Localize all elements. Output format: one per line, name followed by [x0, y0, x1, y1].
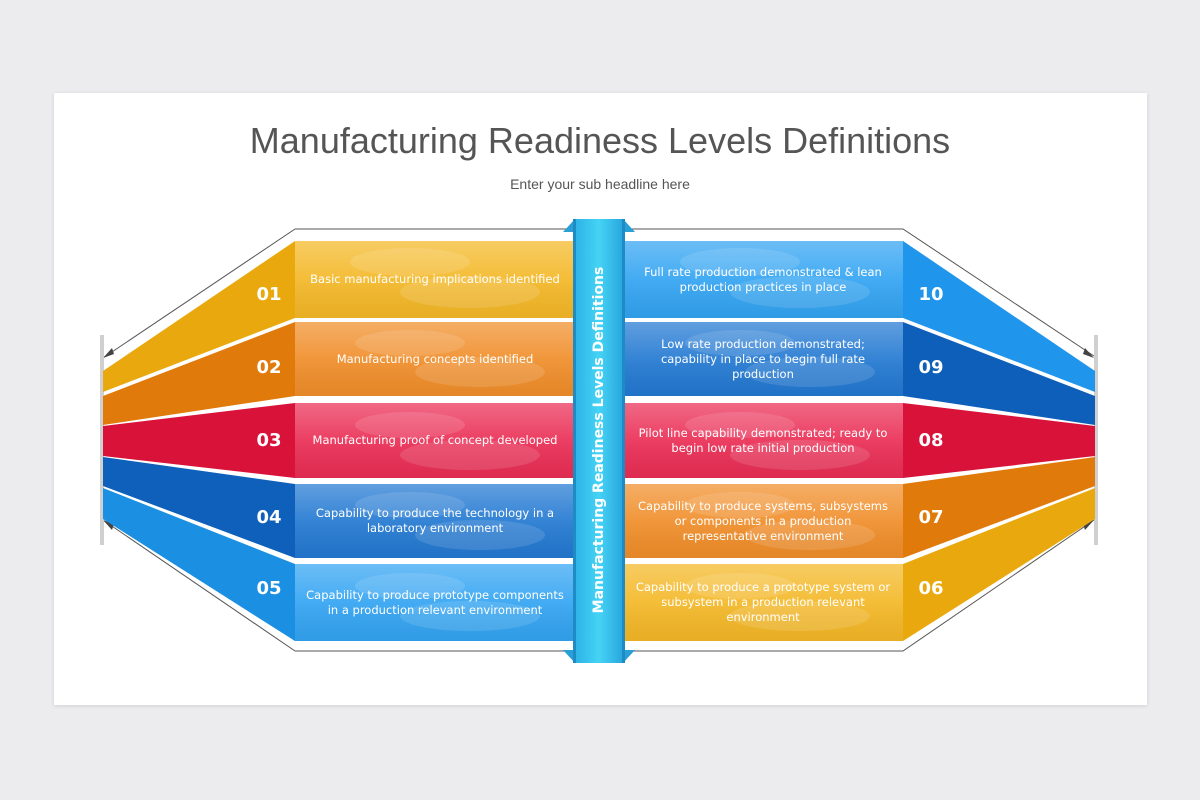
arrow-head-bottom-right — [1083, 520, 1094, 530]
level-08-text: Pilot line capability demonstrated; read… — [638, 425, 888, 455]
wing-02 — [103, 322, 295, 425]
arrow-head-bottom-left — [103, 520, 114, 530]
level-03-text: Manufacturing proof of concept developed — [312, 433, 558, 447]
level-04-number: 04 — [256, 507, 282, 528]
edge-shadow-left — [100, 335, 104, 545]
level-10-text: Full rate production demonstrated & lean… — [644, 264, 882, 294]
wing-01 — [103, 241, 295, 392]
wing-03 — [103, 403, 295, 478]
level-01-text: Basic manufacturing implications identif… — [310, 272, 560, 286]
frame-top — [295, 228, 1095, 357]
wing-10 — [903, 241, 1095, 392]
level-03-number: 03 — [256, 430, 282, 451]
wing-05 — [103, 488, 295, 641]
wing-07 — [903, 457, 1095, 558]
arrow-head-top-left — [103, 348, 114, 358]
level-06-text: Capability to produce a prototype system… — [635, 580, 891, 624]
page-subtitle: Enter your sub headline here — [510, 176, 690, 192]
level-05-number: 05 — [256, 578, 282, 599]
level-07-text: Capability to produce systems, subsystem… — [638, 498, 888, 543]
level-06-number: 06 — [918, 578, 944, 599]
level-08-number: 08 — [918, 430, 944, 451]
level-02-text: Manufacturing concepts identified — [336, 351, 534, 366]
frame-bottom — [295, 519, 1095, 652]
edge-shadow-right — [1094, 335, 1098, 545]
frame-bottom-left — [102, 519, 296, 652]
frame-top-left — [102, 228, 296, 359]
wing-06 — [903, 488, 1095, 641]
page-title: Manufacturing Readiness Levels Definitio… — [249, 120, 951, 161]
wing-04 — [103, 457, 295, 558]
level-10-number: 10 — [918, 284, 944, 305]
level-07-number: 07 — [918, 507, 944, 528]
band-gloss — [295, 241, 903, 641]
band-blobs — [350, 248, 875, 631]
level-09-number: 09 — [918, 357, 944, 378]
level-02-number: 02 — [256, 357, 282, 378]
wing-09 — [903, 322, 1095, 425]
arrow-head-top-right — [1083, 348, 1094, 358]
wing-08 — [903, 403, 1095, 478]
level-01-number: 01 — [256, 284, 282, 305]
center-ribbon-label: Manufacturing Readiness Levels Definitio… — [591, 266, 607, 614]
level-09-text: Low rate production demonstrated; capabi… — [660, 336, 866, 381]
center-ribbon — [576, 219, 622, 663]
level-04-text: Capability to produce the technology in … — [315, 506, 555, 535]
level-05-text: Capability to produce prototype componen… — [306, 587, 564, 617]
